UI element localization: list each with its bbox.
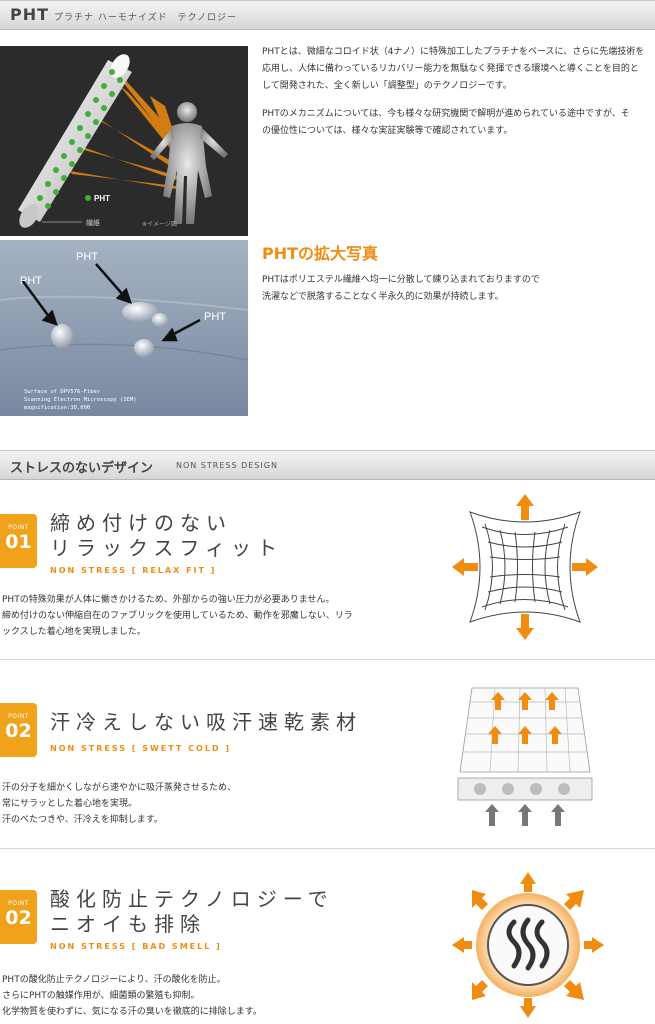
point-badge: POINT 01 <box>0 514 37 568</box>
zoom-paragraph: PHTはポリエステル繊維へ均一に分散して練り込まれておりますので 洗濯などで脱落… <box>262 272 654 306</box>
feature-subtitle: NON STRESS [ SWETT COLD ] <box>50 744 231 753</box>
sem-caption-line: magnification:30,000 <box>24 405 90 411</box>
point-badge: POINT 02 <box>0 890 37 944</box>
text-line: 洗濯などで脱落することなく半永久的に効果が持続します。 <box>262 292 504 302</box>
fiber-label: 繊維 <box>86 218 100 227</box>
text-line: PHTとは、微細なコロイド状（4ナノ）に特殊加工したプラチナをベースに、さらに先… <box>262 47 645 57</box>
section-title: PHT <box>10 5 50 24</box>
feature-subtitle: NON STRESS [ RELAX FIT ] <box>50 566 217 575</box>
feature-title: 酸化防止テクノロジーで ニオイも排除 <box>50 887 334 937</box>
section-header-pht: PHT プラチナ ハーモナイズド テクノロジー <box>0 0 655 30</box>
pht-label-3: PHT <box>204 311 226 323</box>
sem-photo: PHT PHT PHT Surface of DPV576-Fiber Scan… <box>0 240 248 416</box>
point-number: 02 <box>5 907 32 929</box>
moisture-wicking-icon <box>457 687 593 826</box>
pht-label-1: PHT <box>20 275 42 287</box>
text-line: ックスした着心地を実現しました。 <box>2 627 146 637</box>
feature-title-line: 締め付けのない <box>50 511 232 535</box>
intro-paragraph-2: PHTのメカニズムについては、今も様々な研究機関で解明が進められている途中ですが… <box>262 106 654 140</box>
feature-title-line: 酸化防止テクノロジーで <box>50 887 334 911</box>
pht-fiber-diagram: PHT 繊維 ※イメージ図 <box>18 54 228 228</box>
feature-subtitle: NON STRESS [ BAD SMELL ] <box>50 942 222 951</box>
text-line: PHTの酸化防止テクノロジーにより、汗の酸化を防止。 <box>2 975 226 985</box>
feature-title-line: リラックスフィット <box>50 536 283 560</box>
text-line: 応用し、人体に備わっているリカバリー能力を無駄なく発揮できる環境へと導くことを目… <box>262 64 639 74</box>
section-title: ストレスのないデザイン <box>10 461 154 476</box>
stretch-fabric-icon <box>452 494 598 640</box>
text-line: 締め付けのない伸縮自在のファブリックを使用しているため、動作を邪魔しない、リラ <box>2 611 353 621</box>
pht-illustration: PHT 繊維 ※イメージ図 <box>0 46 248 236</box>
divider <box>0 848 655 849</box>
sem-caption-line: Scanning Electron Microscopy (SEM) <box>24 397 137 403</box>
text-line: の優位性については、様々な実証実験等で確認されています。 <box>262 126 513 136</box>
point-number: 01 <box>5 531 32 553</box>
text-line: PHTのメカニズムについては、今も様々な研究機関で解明が進められている途中ですが… <box>262 109 630 119</box>
point-badge: POINT 02 <box>0 703 37 757</box>
section-header-non-stress: ストレスのないデザイン NON STRESS DESIGN <box>0 450 655 480</box>
text-line: 常にサラッとした着心地を実現。 <box>2 799 138 809</box>
text-line: PHTはポリエステル繊維へ均一に分散して練り込まれておりますので <box>262 275 540 285</box>
feature-description: 汗の分子を細かくしながら速やかに吸汗蒸発させるため、 常にサラッとした着心地を実… <box>2 780 422 828</box>
pht-label-2: PHT <box>76 251 98 263</box>
feature-title-line: ニオイも排除 <box>50 912 206 936</box>
section-subtitle: NON STRESS DESIGN <box>176 461 278 470</box>
sem-caption-line: Surface of DPV576-Fiber <box>24 389 101 395</box>
zoom-title: PHTの拡大写真 <box>262 244 379 263</box>
point-label: POINT <box>8 524 29 531</box>
anti-odor-icon <box>452 872 604 1018</box>
section-subtitle: プラチナ ハーモナイズド テクノロジー <box>54 13 238 23</box>
feature-description: PHTの特殊効果が人体に働きかけるため、外部からの強い圧力が必要ありません。 締… <box>2 592 422 640</box>
text-line: さらにPHTの触媒作用が、細菌類の繁殖も抑制。 <box>2 991 200 1001</box>
intro-paragraph-1: PHTとは、微細なコロイド状（4ナノ）に特殊加工したプラチナをベースに、さらに先… <box>262 44 654 95</box>
image-note: ※イメージ図 <box>142 221 177 228</box>
sem-image: PHT PHT PHT Surface of DPV576-Fiber Scan… <box>0 240 248 416</box>
feature-description: PHTの酸化防止テクノロジーにより、汗の酸化を防止。 さらにPHTの触媒作用が、… <box>2 972 422 1020</box>
point-label: POINT <box>8 900 29 907</box>
text-line: 汗の分子を細かくしながら速やかに吸汗蒸発させるため、 <box>2 783 237 793</box>
point-number: 02 <box>5 720 32 742</box>
text-line: 化学物質を使わずに、気になる汗の臭いを徹底的に排除します。 <box>2 1007 262 1017</box>
text-line: PHTの特殊効果が人体に働きかけるため、外部からの強い圧力が必要ありません。 <box>2 595 335 605</box>
pht-label: PHT <box>94 194 110 203</box>
divider <box>0 659 655 660</box>
text-line: して開発された、全く新しい「調整型」のテクノロジーです。 <box>262 81 512 91</box>
point-label: POINT <box>8 713 29 720</box>
feature-title-line: 汗冷えしない吸汗速乾素材 <box>50 710 362 734</box>
feature-title: 締め付けのない リラックスフィット <box>50 511 283 561</box>
text-line: 汗のべたつきや、汗冷えを抑制します。 <box>2 815 163 825</box>
feature-title: 汗冷えしない吸汗速乾素材 <box>50 710 362 735</box>
